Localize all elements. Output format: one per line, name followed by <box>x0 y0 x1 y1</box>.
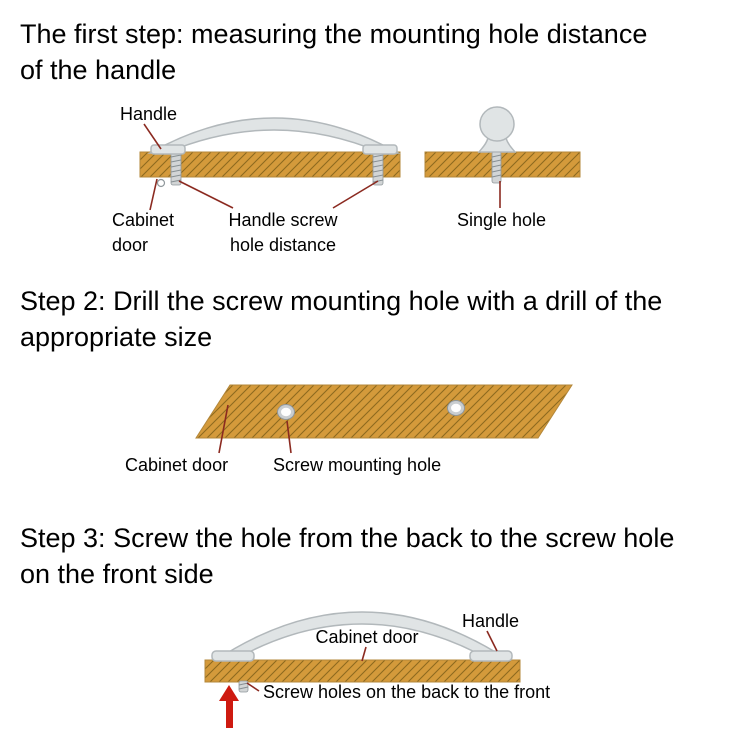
cabinet-door-label-line2: door <box>112 235 148 255</box>
cabinet-door-pointer-line <box>218 404 229 454</box>
step1-heading-line2: of the handle <box>20 55 177 85</box>
handle-pointer-line <box>143 123 162 150</box>
cabinet-door-label: Cabinet door <box>315 627 418 647</box>
handle-left-foot <box>150 144 186 155</box>
screw-mounting-hole-left-inner <box>281 407 291 417</box>
step2-heading-line1: Step 2: Drill the screw mounting hole wi… <box>20 286 663 316</box>
step1-heading: The first step: measuring the mounting h… <box>20 16 744 88</box>
cabinet-door-label: Cabinet door <box>125 455 228 475</box>
mounting-hole-pointer-line <box>286 420 292 454</box>
step1-heading-line1: The first step: measuring the mounting h… <box>20 19 648 49</box>
knob-screw <box>491 151 502 184</box>
screw-holes-pointer-line <box>246 682 260 692</box>
upward-arrow <box>219 685 239 728</box>
back-screw-tip <box>238 680 249 693</box>
distance-right-pointer-line <box>332 180 379 209</box>
handle-left-screw <box>170 151 182 186</box>
handle-left-foot <box>211 650 255 662</box>
handle-right-screw <box>372 151 384 186</box>
screw-distance-label-line2: hole distance <box>230 235 336 255</box>
cabinet-door-bar <box>139 151 401 178</box>
distance-left-pointer-line <box>178 180 234 209</box>
handle-pointer-line <box>486 630 498 652</box>
knob-ball <box>479 106 515 142</box>
screw-mounting-hole-right-inner <box>451 403 461 413</box>
screw-mounting-hole-label: Screw mounting hole <box>273 455 441 475</box>
washer-ring <box>156 178 166 188</box>
step1-diagram: Handle Cabinet door Handle screw hole di… <box>112 104 581 255</box>
step2-diagram: Cabinet door Screw mounting hole <box>125 384 573 475</box>
single-hole-bar <box>424 151 581 178</box>
knob-neck <box>477 137 517 153</box>
cabinet-door-panel <box>195 384 573 439</box>
step3-heading-line2: on the front side <box>20 559 214 589</box>
screw-holes-label: Screw holes on the back to the front <box>263 682 550 702</box>
step2-heading-line2: appropriate size <box>20 322 213 352</box>
single-hole-label: Single hole <box>457 210 546 230</box>
handle-right-foot <box>469 650 513 662</box>
handle-right-foot <box>362 144 398 155</box>
step3-diagram: Cabinet door Handle Screw holes on the b… <box>204 611 550 728</box>
handle-shape <box>147 117 401 154</box>
cabinet-door-pointer-line <box>361 646 367 662</box>
cabinet-door-pointer-line <box>149 178 158 211</box>
cabinet-door-label-line1: Cabinet <box>112 210 174 230</box>
handle-label: Handle <box>462 611 519 631</box>
step3-heading-line1: Step 3: Screw the hole from the back to … <box>20 523 675 553</box>
step2-heading: Step 2: Drill the screw mounting hole wi… <box>20 283 744 355</box>
screw-distance-label-line1: Handle screw <box>228 210 338 230</box>
step3-heading: Step 3: Screw the hole from the back to … <box>20 520 744 592</box>
handle-label: Handle <box>120 104 177 124</box>
cabinet-door-bar <box>204 659 521 683</box>
